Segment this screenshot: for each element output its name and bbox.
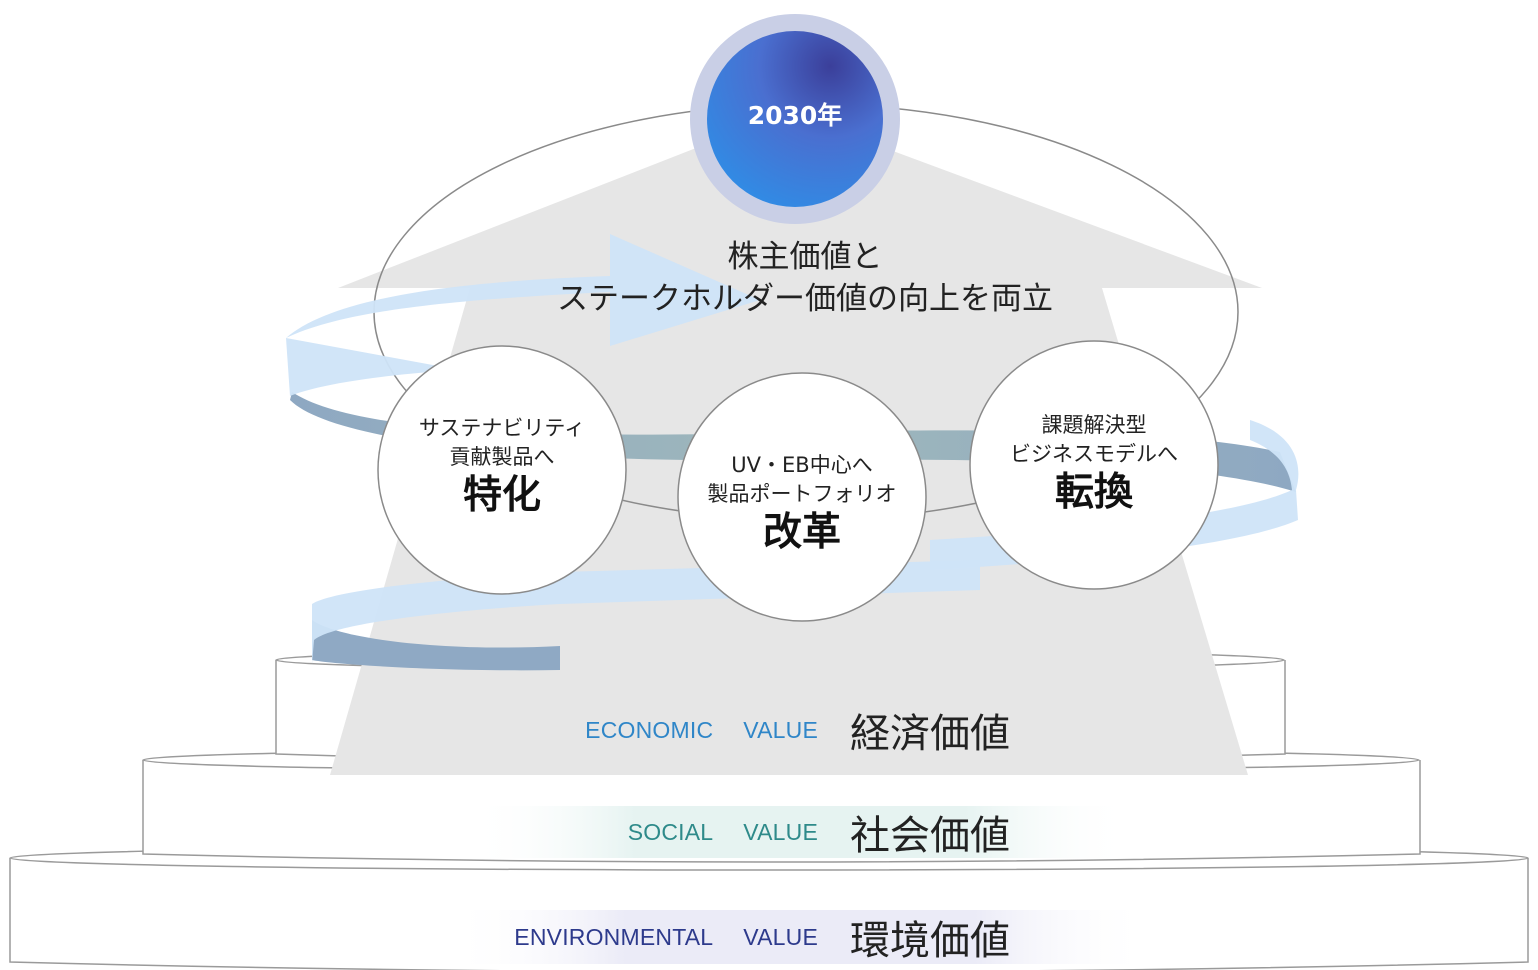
pillar-2-line-2: 製品ポートフォリオ: [707, 482, 897, 506]
social-band: [470, 806, 1130, 858]
pillar-3-title: 転換: [1054, 470, 1133, 515]
pillar-1: サステナビリティ 貢献製品へ 特化: [392, 414, 612, 520]
spiral-front-right: [930, 420, 1299, 570]
goal-text: 株主価値と ステークホルダー価値の向上を両立: [470, 236, 1140, 320]
environmental-jp: 環境価値: [850, 918, 1010, 964]
pillar-circle-2: [677, 372, 927, 622]
tier-label-economic: ECONOMIC VALUE 経済価値: [585, 708, 1010, 757]
economic-en-b: VALUE: [743, 716, 818, 743]
pillar-3: 課題解決型 ビジネスモデルへ 転換: [984, 411, 1204, 517]
pillar-1-line-2: 貢献製品へ: [449, 445, 555, 469]
pillar-circle-1: [377, 345, 627, 595]
badge-label: 2030年: [747, 101, 843, 130]
pillar-3-line-2: ビジネスモデルへ: [1010, 442, 1178, 466]
pillar-2-line-1: UV・EB中心へ: [731, 453, 873, 477]
spiral-front-upper: [286, 234, 760, 396]
economic-en-a: ECONOMIC: [585, 716, 714, 743]
pillar-1-title: 特化: [462, 473, 541, 518]
goal-line-1: 株主価値と: [727, 239, 883, 275]
tier-label-environmental: ENVIRONMENTAL VALUE 環境価値: [514, 915, 1010, 964]
environmental-en-b: VALUE: [743, 923, 818, 950]
social-en-a: SOCIAL: [627, 818, 714, 845]
pillar-3-line-1: 課題解決型: [1041, 413, 1147, 437]
pillar-1-line-1: サステナビリティ: [418, 416, 586, 440]
goal-line-2: ステークホルダー価値の向上を両立: [557, 281, 1053, 317]
pillar-circle-3: [969, 340, 1219, 590]
pillar-2-title: 改革: [762, 510, 841, 555]
tier-label-social: SOCIAL VALUE 社会価値: [627, 810, 1010, 859]
social-en-b: VALUE: [743, 818, 818, 845]
social-jp: 社会価値: [850, 813, 1010, 859]
environmental-en-a: ENVIRONMENTAL: [514, 923, 714, 950]
environmental-band: [450, 910, 1150, 964]
spiral-lower-back: [312, 620, 560, 671]
badge-circle: [707, 31, 883, 207]
economic-jp: 経済価値: [850, 711, 1010, 757]
pillar-2: UV・EB中心へ 製品ポートフォリオ 改革: [692, 451, 912, 557]
